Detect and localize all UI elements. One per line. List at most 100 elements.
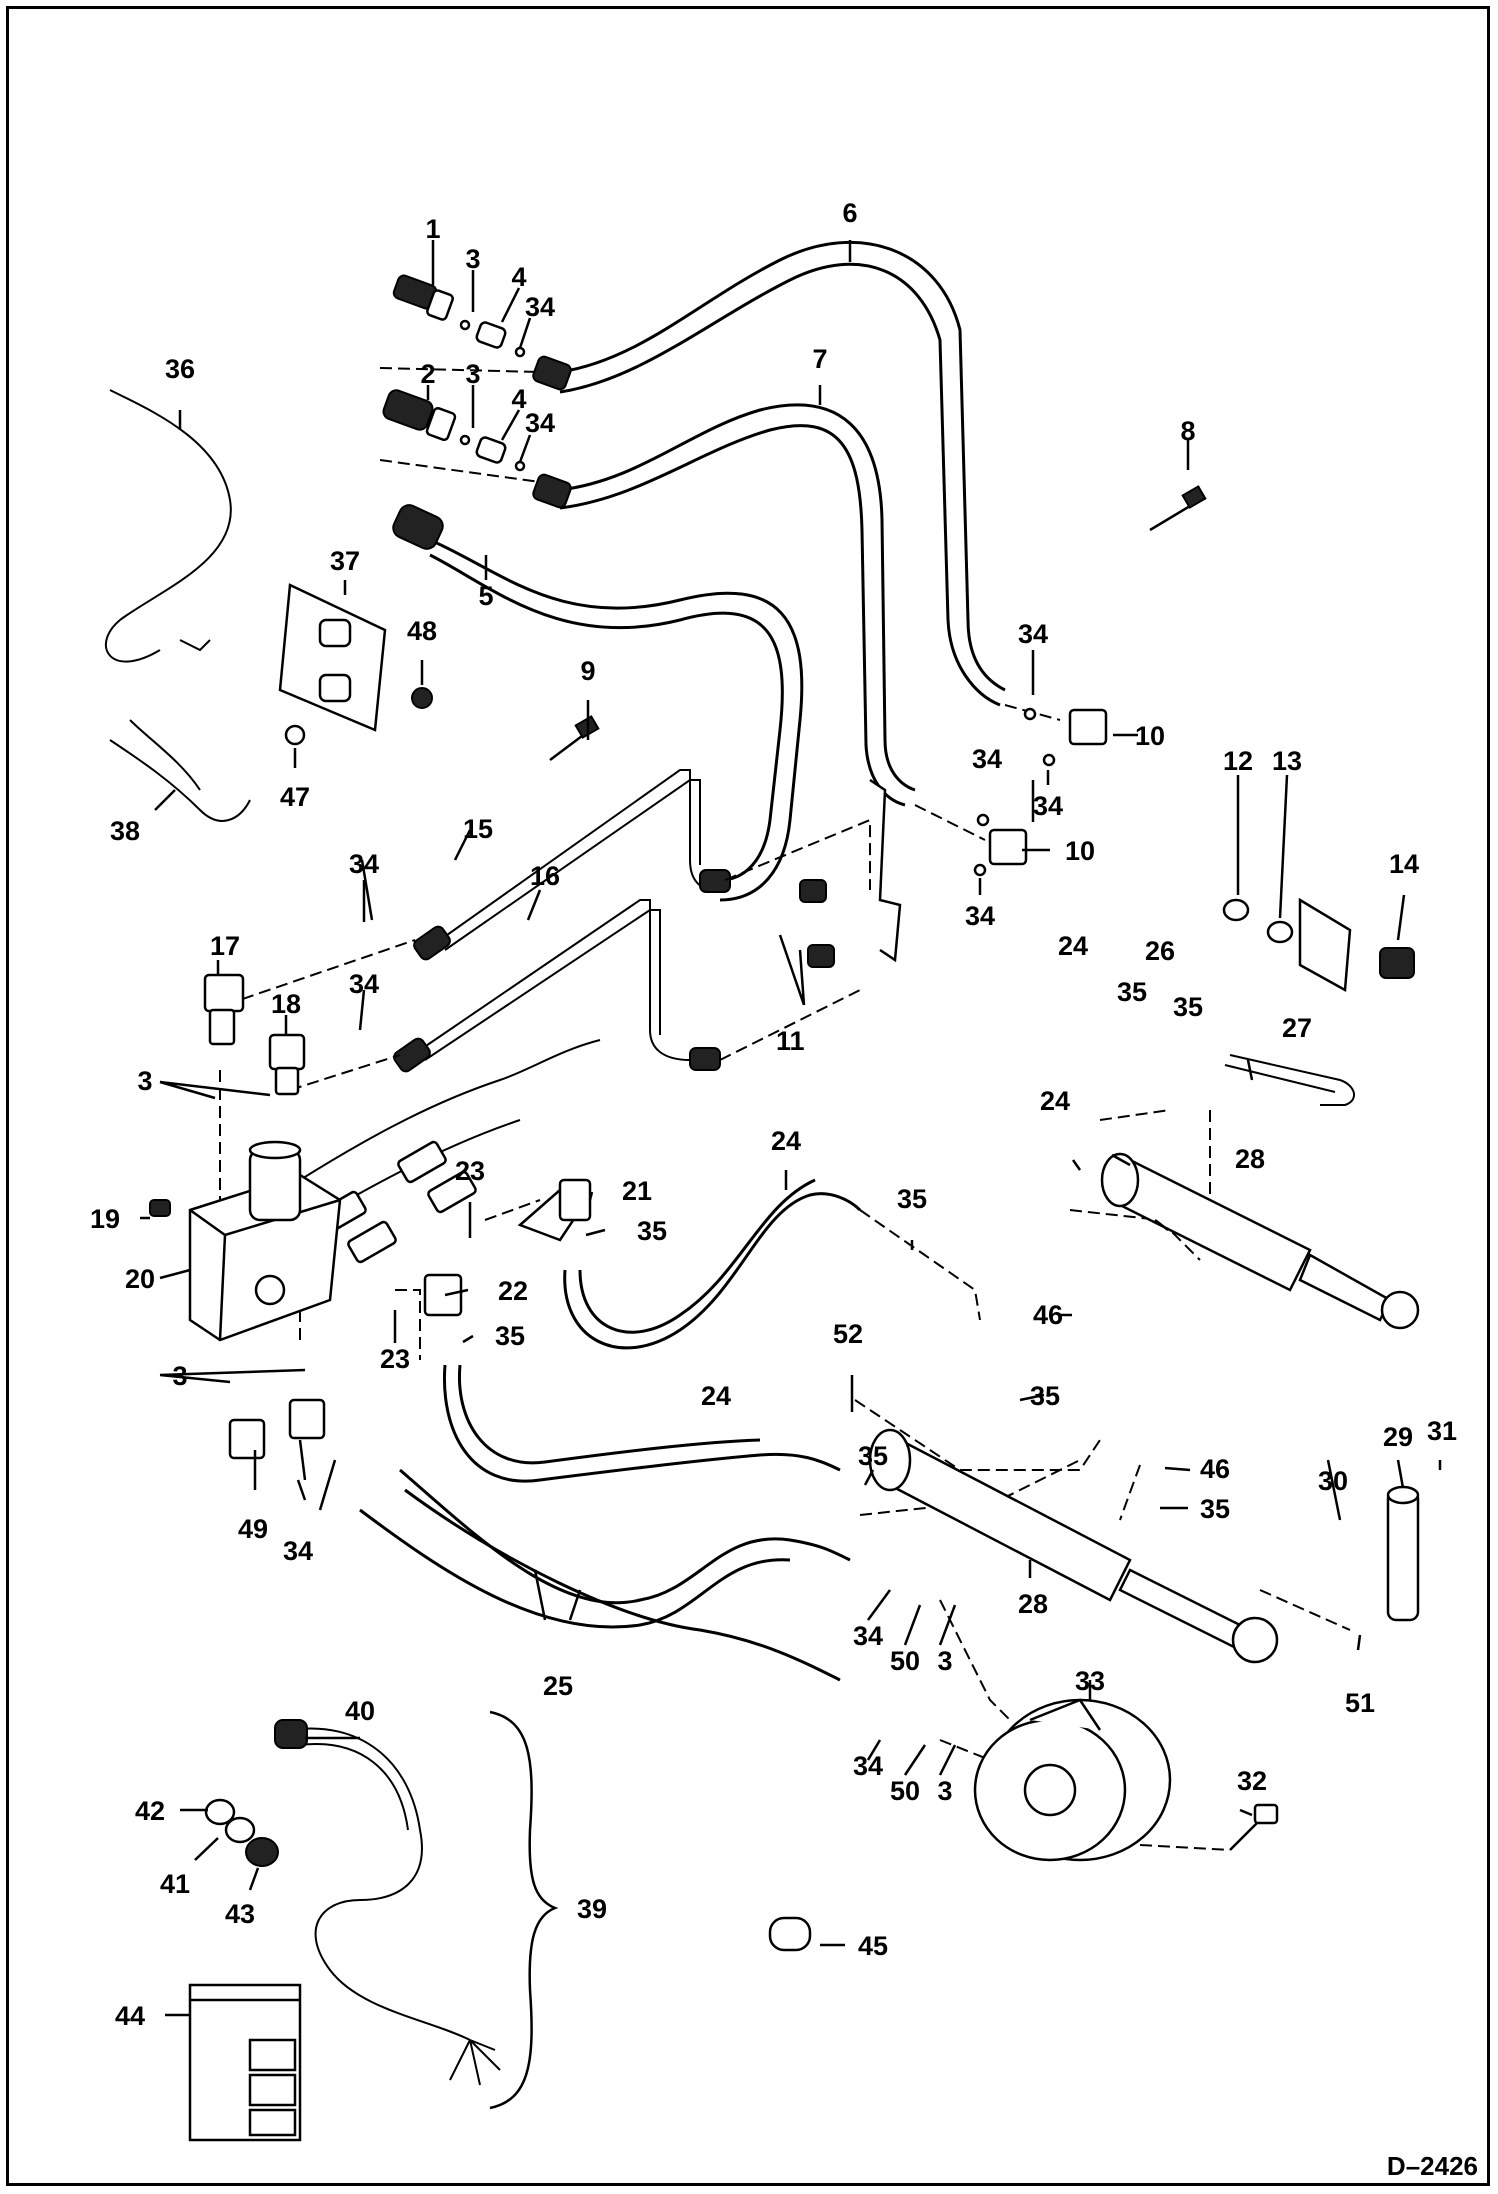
label-20: 20 xyxy=(125,1264,155,1294)
label-35: 35 xyxy=(1200,1494,1230,1524)
tie-strap-9 xyxy=(549,715,600,761)
label-33: 33 xyxy=(1075,1666,1105,1696)
elbow-17 xyxy=(203,973,245,1046)
label-45: 45 xyxy=(858,1931,888,1961)
callout-labels: 1 2 3 3 4 4 34 34 5 6 7 8 9 10 10 11 12 … xyxy=(90,198,1478,2181)
hose-7 xyxy=(559,403,916,807)
decal-44 xyxy=(188,1983,302,2142)
tube-27 xyxy=(1224,1054,1355,1106)
label-13: 13 xyxy=(1272,746,1302,776)
tee-fittings-10 xyxy=(973,707,1108,877)
label-6: 6 xyxy=(842,198,857,228)
label-1: 1 xyxy=(425,214,440,244)
label-50: 50 xyxy=(890,1646,920,1676)
label-17: 17 xyxy=(210,931,240,961)
label-28: 28 xyxy=(1018,1589,1048,1619)
harness-36 xyxy=(104,389,232,663)
label-7: 7 xyxy=(812,344,827,374)
nut-48 xyxy=(411,687,433,709)
elbow-22 xyxy=(423,1273,463,1317)
bulkhead-plate xyxy=(799,778,902,968)
label-49: 49 xyxy=(238,1514,268,1544)
label-40: 40 xyxy=(345,1696,375,1726)
label-35: 35 xyxy=(495,1321,525,1351)
fitting-1 xyxy=(392,274,454,321)
label-37: 37 xyxy=(330,546,360,576)
label-35: 35 xyxy=(1117,977,1147,1007)
label-10: 10 xyxy=(1065,836,1095,866)
hose-24-lower xyxy=(442,1364,841,1483)
label-27: 27 xyxy=(1282,1013,1312,1043)
label-42: 42 xyxy=(135,1796,165,1826)
label-8: 8 xyxy=(1180,416,1195,446)
label-30: 30 xyxy=(1318,1466,1348,1496)
bracket-brace-39 xyxy=(489,1710,559,2110)
label-39: 39 xyxy=(577,1894,607,1924)
label-46: 46 xyxy=(1033,1300,1063,1330)
harness-39 xyxy=(289,1727,501,2086)
label-3: 3 xyxy=(937,1646,952,1676)
fitting-2 xyxy=(382,389,457,442)
pin-29 xyxy=(1386,1485,1420,1622)
label-23: 23 xyxy=(380,1344,410,1374)
label-26: 26 xyxy=(1145,936,1175,966)
label-35: 35 xyxy=(897,1184,927,1214)
diagram-frame xyxy=(6,6,1490,2186)
adapter-4 xyxy=(459,319,526,472)
cylinder-28-upper xyxy=(1100,1152,1420,1330)
label-34: 34 xyxy=(1018,619,1048,649)
bracket-37 xyxy=(278,583,387,732)
label-24: 24 xyxy=(1040,1086,1070,1116)
label-3: 3 xyxy=(172,1361,187,1391)
label-34: 34 xyxy=(349,969,379,999)
hose-ends-6-7 xyxy=(532,355,572,509)
label-3: 3 xyxy=(937,1776,952,1806)
label-9: 9 xyxy=(580,656,595,686)
label-34: 34 xyxy=(525,292,555,322)
label-10: 10 xyxy=(1135,721,1165,751)
label-34: 34 xyxy=(972,744,1002,774)
label-15: 15 xyxy=(463,814,493,844)
label-24: 24 xyxy=(701,1381,731,1411)
grommets-41-43 xyxy=(204,1798,279,1867)
label-18: 18 xyxy=(271,989,301,1019)
label-3: 3 xyxy=(465,244,480,274)
label-21: 21 xyxy=(622,1176,652,1206)
label-34: 34 xyxy=(525,408,555,438)
label-24: 24 xyxy=(1058,931,1088,961)
label-46: 46 xyxy=(1200,1454,1230,1484)
cylinder-28-lower xyxy=(868,1428,1279,1664)
label-34: 34 xyxy=(283,1536,313,1566)
label-35: 35 xyxy=(637,1216,667,1246)
label-22: 22 xyxy=(498,1276,528,1306)
label-24: 24 xyxy=(771,1126,801,1156)
hose-24-upper xyxy=(563,1178,862,1350)
coupler-5 xyxy=(392,504,444,550)
label-34: 34 xyxy=(965,901,995,931)
bolt-32 xyxy=(1229,1803,1279,1851)
label-3: 3 xyxy=(465,359,480,389)
label-43: 43 xyxy=(225,1899,255,1929)
label-4: 4 xyxy=(511,384,526,414)
label-41: 41 xyxy=(160,1869,190,1899)
elbows-49 xyxy=(228,1398,326,1460)
label-3: 3 xyxy=(137,1066,152,1096)
label-34: 34 xyxy=(853,1751,883,1781)
label-36: 36 xyxy=(165,354,195,384)
label-52: 52 xyxy=(833,1319,863,1349)
label-35: 35 xyxy=(1030,1381,1060,1411)
label-12: 12 xyxy=(1223,746,1253,776)
elbow-18 xyxy=(268,1033,306,1096)
leader-lines xyxy=(140,240,1442,2017)
hose-6 xyxy=(559,240,1006,707)
label-44: 44 xyxy=(115,2001,145,2031)
label-50: 50 xyxy=(890,1776,920,1806)
label-35: 35 xyxy=(1173,992,1203,1022)
reference-code: D–2426 xyxy=(1387,2151,1478,2181)
plug-19 xyxy=(149,1199,171,1217)
label-4: 4 xyxy=(511,262,526,292)
harness-38 xyxy=(109,719,251,822)
valve-block-20 xyxy=(188,1140,342,1342)
